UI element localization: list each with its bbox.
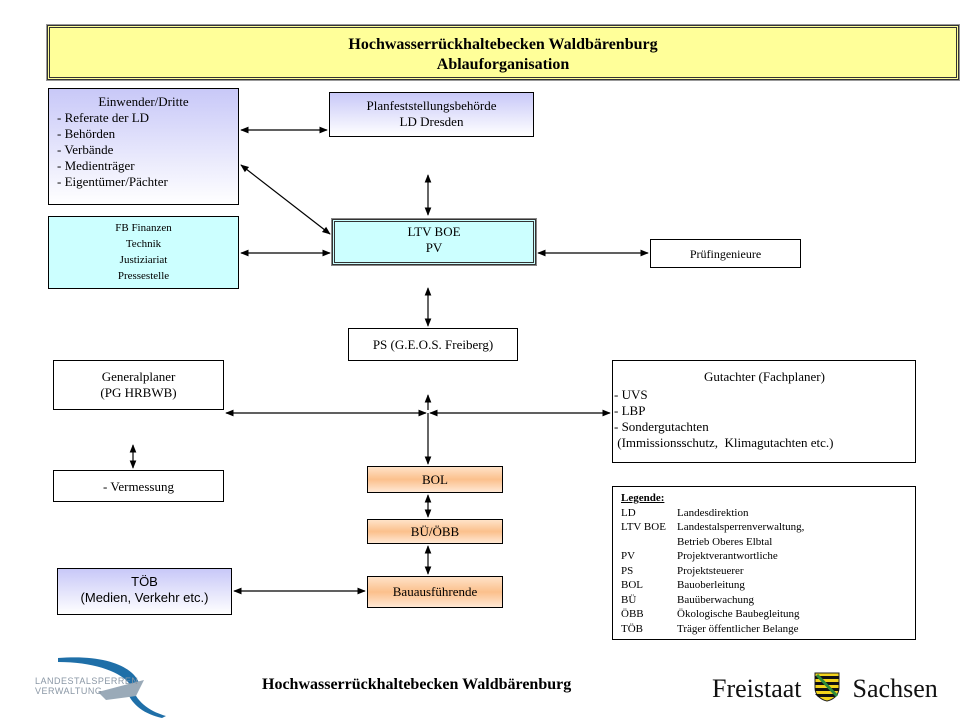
ltv-boe-line-2: PV	[425, 240, 443, 255]
legend-heading: Legende:	[621, 492, 665, 504]
legend-abbr: PS	[621, 564, 634, 577]
legend-abbr: LTV BOE	[621, 521, 666, 533]
legend-abbr: ÖBB	[621, 608, 644, 620]
legend-entry: TÖB Träger öffentlicher Belange	[621, 622, 907, 637]
bol-box: BOL	[367, 466, 503, 493]
legend-abbr: BÜ	[621, 593, 637, 606]
legend-abbr: TÖB	[621, 622, 643, 635]
toeb-line-2: (Medien, Verkehr etc.)	[80, 590, 209, 605]
pruefingenieure-box: Prüfingenieure	[650, 239, 801, 268]
state-word-1: Freistaat	[712, 674, 802, 703]
pruefingenieure-label: Prüfingenieure	[689, 247, 762, 261]
ps-box: PS (G.E.O.S. Freiberg)	[348, 328, 518, 361]
freistaat-sachsen-logo: Freistaat Sachsen	[712, 672, 938, 704]
einwender-box: Einwender/Dritte - Referate der LD - Beh…	[48, 88, 239, 205]
legend-entry: ÖBB Ökologische Baubegleitung	[621, 607, 907, 622]
gutachter-title: Gutachter (Fachplaner)	[704, 369, 825, 384]
legend-text: Landesdirektion	[677, 506, 749, 519]
legend-text: Projektverantwortliche	[677, 550, 778, 562]
legend-entry: Betrieb Oberes Elbtal	[621, 535, 907, 550]
gutachter-box: Gutachter (Fachplaner) - UVS - LBP - Son…	[612, 360, 916, 463]
title-line-2: Ablauforganisation	[436, 56, 570, 73]
title-line-1: Hochwasserrückhaltebecken Waldbärenburg	[348, 36, 658, 53]
legend-abbr: PV	[621, 550, 636, 562]
state-word-2: Sachsen	[852, 674, 938, 703]
ltv-boe-box: LTV BOE PV	[331, 218, 537, 266]
gutachter-item: - Sondergutachten	[614, 419, 709, 434]
generalplaner-line-2: (PG HRBWB)	[100, 385, 177, 400]
einwender-item: - Referate der LD	[57, 110, 150, 125]
legend-text: Bauoberleitung	[677, 579, 745, 591]
legend-entry: BOL Bauoberleitung	[621, 578, 907, 593]
bauausfuehrende-label: Bauausführende	[392, 584, 478, 599]
fb-line: Justiziariat	[119, 254, 168, 266]
legend-text: Betrieb Oberes Elbtal	[677, 535, 773, 548]
logo-line-1: LANDESTALSPERREN	[35, 676, 139, 686]
legend-text: Projektsteuerer	[677, 564, 744, 577]
einwender-item: - Verbände	[57, 142, 114, 157]
bue-oebb-box: BÜ/ÖBB	[367, 519, 503, 544]
legend-abbr: BOL	[621, 579, 643, 591]
planfeststellung-line-1: Planfeststellungsbehörde	[366, 98, 497, 113]
einwender-item: - Medienträger	[57, 158, 135, 173]
toeb-box: TÖB (Medien, Verkehr etc.)	[57, 568, 232, 615]
legend-abbr: LD	[621, 506, 636, 519]
legend-text: Träger öffentlicher Belange	[677, 622, 799, 635]
vermessung-label: - Vermessung	[103, 479, 174, 494]
arrow-einwender-ltv	[240, 164, 331, 235]
legend-entry: LTV BOE Landestalsperrenverwaltung,	[621, 520, 907, 535]
saxony-coat-of-arms-icon	[814, 672, 840, 702]
logo-line-2: VERWALTUNG	[35, 686, 103, 696]
ltv-boe-line-1: LTV BOE	[407, 224, 461, 239]
fb-line: FB Finanzen	[115, 222, 172, 234]
bue-oebb-label: BÜ/ÖBB	[410, 524, 460, 539]
planfeststellung-line-2: LD Dresden	[399, 114, 464, 129]
ps-label: PS (G.E.O.S. Freiberg)	[372, 337, 494, 352]
generalplaner-line-1: Generalplaner	[101, 369, 176, 384]
legend-abbr	[621, 535, 677, 550]
legend-entry: PS Projektsteuerer	[621, 564, 907, 579]
toeb-line-1: TÖB	[131, 574, 158, 589]
legend-box: Legende: LD Landesdirektion LTV BOE Landes…	[612, 486, 916, 640]
bol-label: BOL	[422, 472, 448, 487]
vermessung-box: - Vermessung	[53, 470, 224, 502]
legend-entry: PV Projektverantwortliche	[621, 549, 907, 564]
gutachter-item: - LBP	[614, 403, 646, 418]
einwender-item: - Behörden	[57, 126, 116, 141]
fb-line: Technik	[125, 238, 162, 250]
ltv-logo-icon	[58, 657, 166, 718]
legend-text: Landestalsperrenverwaltung,	[677, 521, 805, 533]
generalplaner-box: Generalplaner (PG HRBWB)	[53, 360, 224, 410]
legend-text: Bauüberwachung	[677, 593, 754, 606]
fb-finanzen-box: FB Finanzen Technik Justiziariat Presses…	[48, 216, 239, 289]
bauausfuehrende-box: Bauausführende	[367, 576, 503, 608]
einwender-title: Einwender/Dritte	[98, 94, 189, 109]
gutachter-item: - UVS	[614, 387, 648, 402]
gutachter-item: (Immissionsschutz, Klimagutachten etc.)	[614, 435, 834, 450]
title-banner: Hochwasserrückhaltebecken Waldbärenburg …	[46, 24, 960, 81]
legend-text: Ökologische Baubegleitung	[677, 608, 800, 620]
footer-title: Hochwasserrückhaltebecken Waldbärenburg	[262, 676, 572, 693]
ltv-logo-text: LANDESTALSPERREN VERWALTUNG	[35, 676, 138, 696]
planfeststellung-box: Planfeststellungsbehörde LD Dresden	[329, 92, 534, 137]
legend-entry: BÜ Bauüberwachung	[621, 593, 907, 608]
legend-entry: LD Landesdirektion	[621, 506, 907, 521]
einwender-item: - Eigentümer/Pächter	[57, 174, 168, 189]
fb-line: Pressestelle	[117, 270, 170, 282]
